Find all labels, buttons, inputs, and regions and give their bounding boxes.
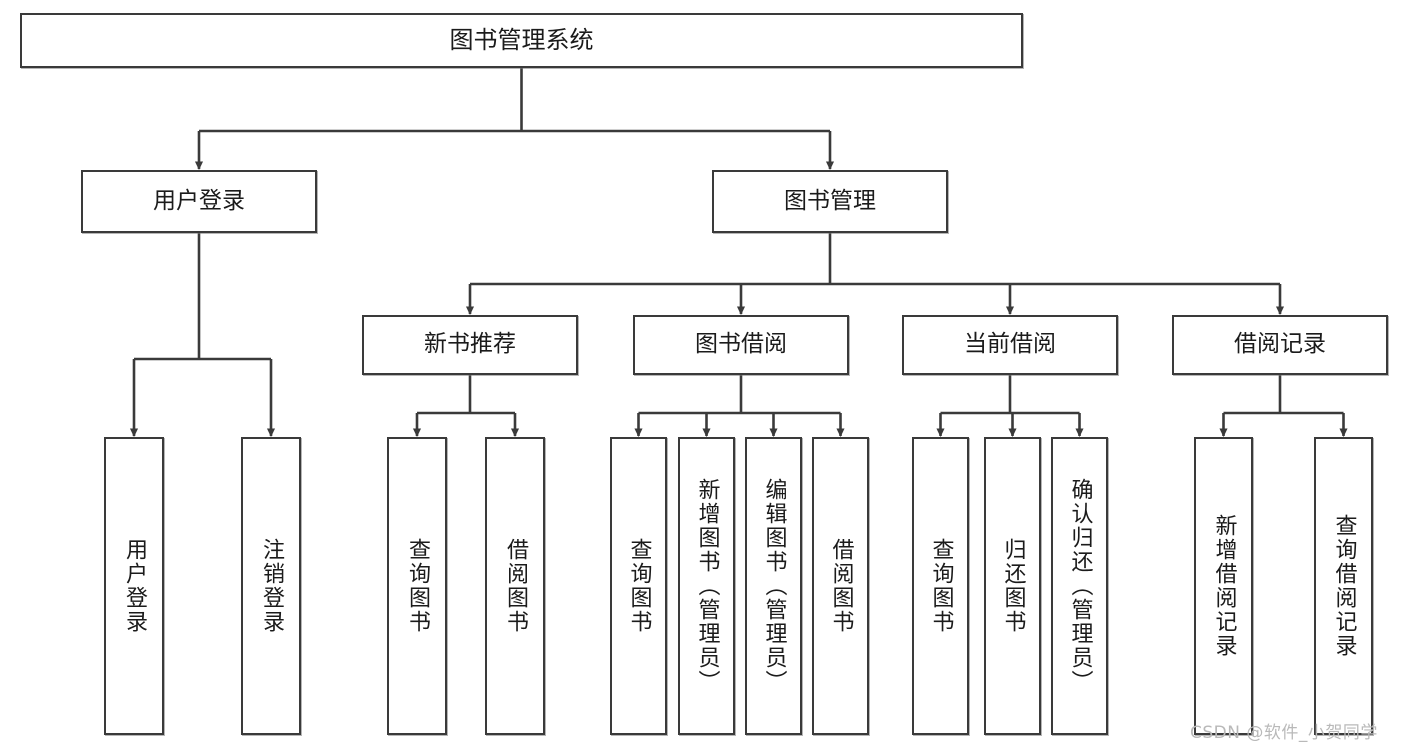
node-leaf_logout[interactable]: 注销登录 xyxy=(241,437,301,735)
node-leaf_query_book_2[interactable]: 查询图书 xyxy=(610,437,667,735)
node-leaf_add_record[interactable]: 新增借阅记录 xyxy=(1194,437,1253,735)
node-label: 注销登录 xyxy=(259,538,284,634)
node-leaf_borrow_book_2[interactable]: 借阅图书 xyxy=(812,437,869,735)
node-leaf_query_book_1[interactable]: 查询图书 xyxy=(387,437,447,735)
node-label: 查询图书 xyxy=(405,538,430,634)
node-user_login[interactable]: 用户登录 xyxy=(81,170,317,233)
node-label: 查询借阅记录 xyxy=(1331,514,1357,658)
node-label: 确认归还（管理员） xyxy=(1067,478,1093,694)
node-label: 图书借阅 xyxy=(695,331,787,358)
node-book_borrow[interactable]: 图书借阅 xyxy=(633,315,849,375)
node-label: 新增图书（管理员） xyxy=(694,478,720,694)
node-label: 编辑图书（管理员） xyxy=(761,478,787,694)
node-leaf_login[interactable]: 用户登录 xyxy=(104,437,164,735)
node-label: 图书管理 xyxy=(784,187,876,214)
node-label: 当前借阅 xyxy=(964,331,1056,358)
node-leaf_return_book[interactable]: 归还图书 xyxy=(984,437,1041,735)
node-current_borrow[interactable]: 当前借阅 xyxy=(902,315,1118,375)
node-book_mgmt[interactable]: 图书管理 xyxy=(712,170,948,233)
node-label: 用户登录 xyxy=(153,187,245,214)
node-label: 归还图书 xyxy=(1000,538,1026,634)
node-label: 新书推荐 xyxy=(424,331,516,358)
node-label: 图书管理系统 xyxy=(449,26,594,55)
node-leaf_add_book[interactable]: 新增图书（管理员） xyxy=(678,437,735,735)
node-label: 新增借阅记录 xyxy=(1211,514,1237,658)
node-new_book_rec[interactable]: 新书推荐 xyxy=(362,315,578,375)
node-label: 用户登录 xyxy=(122,538,147,634)
node-label: 借阅记录 xyxy=(1234,331,1326,358)
node-borrow_record[interactable]: 借阅记录 xyxy=(1172,315,1388,375)
node-leaf_confirm_ret[interactable]: 确认归还（管理员） xyxy=(1051,437,1108,735)
node-leaf_query_book_3[interactable]: 查询图书 xyxy=(912,437,969,735)
node-label: 查询图书 xyxy=(928,538,954,634)
node-leaf_edit_book[interactable]: 编辑图书（管理员） xyxy=(745,437,802,735)
csdn-watermark: CSDN @软件_小贺同学 xyxy=(1190,723,1378,743)
node-label: 查询图书 xyxy=(626,538,652,634)
node-leaf_borrow_book_1[interactable]: 借阅图书 xyxy=(485,437,545,735)
node-label: 借阅图书 xyxy=(503,538,528,634)
node-leaf_query_record[interactable]: 查询借阅记录 xyxy=(1314,437,1373,735)
node-label: 借阅图书 xyxy=(828,538,854,634)
node-root[interactable]: 图书管理系统 xyxy=(20,13,1023,68)
